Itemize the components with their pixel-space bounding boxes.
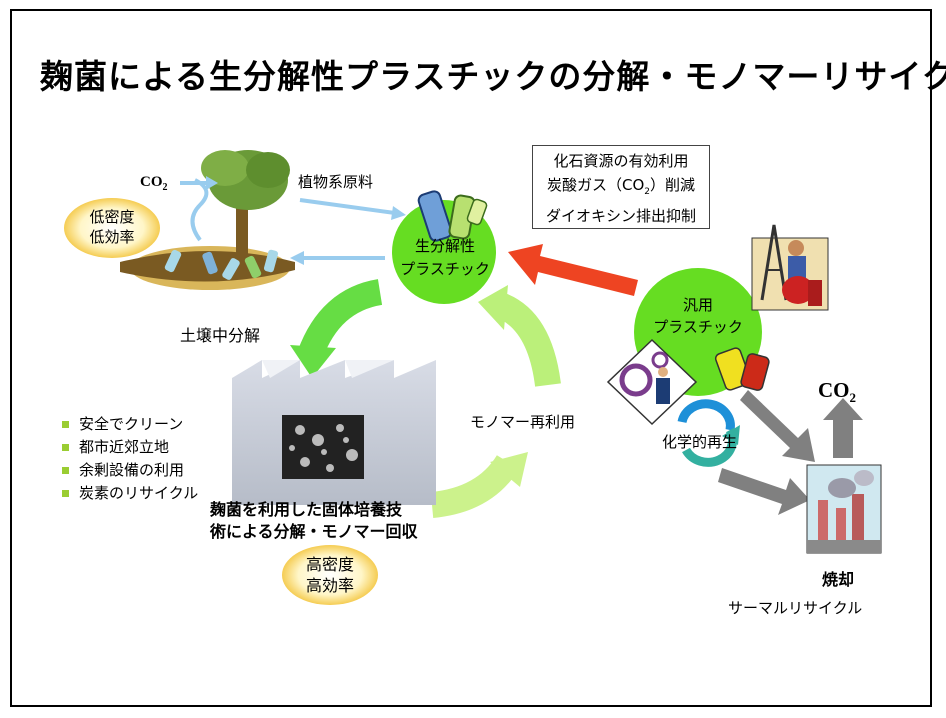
benefits-box: 化石資源の有効利用 炭酸ガス（CO2）削減 ダイオキシン排出抑制 <box>532 145 710 229</box>
high-efficiency-badge <box>282 545 378 605</box>
bullet-text-2: 都市近郊立地 <box>79 438 170 456</box>
bio-plastic-line-1: 生分解性 <box>414 237 475 255</box>
factory-caption: 麹菌を利用した固体培養技 術による分解・モノマー回収 <box>210 499 418 543</box>
high-density-line: 高密度 <box>305 555 354 574</box>
page-title: 麹菌による生分解性プラスチックの分解・モノマーリサイクル <box>40 57 946 96</box>
low-efficiency-badge <box>64 198 160 258</box>
general-plastic-line-2: プラスチック <box>653 318 743 336</box>
plant-material-label: 植物系原料 <box>298 173 374 191</box>
benefit-line-1: 化石資源の有効利用 <box>553 152 689 170</box>
bullet-text-1: 安全でクリーン <box>79 415 184 433</box>
monomer-reuse-label: モノマー再利用 <box>470 413 576 431</box>
bullet-marker <box>62 490 69 497</box>
chemical-recycle-loop <box>677 399 740 467</box>
return-to-soil-arrow <box>290 251 385 265</box>
bullet-marker <box>62 444 69 451</box>
general-plastic-line-1: 汎用 <box>682 296 713 314</box>
incineration-label: 焼却 <box>822 570 855 589</box>
chemical-recycling-label: 化学的再生 <box>662 433 738 451</box>
high-efficiency-text: 高密度 高効率 <box>290 554 370 596</box>
thermal-recycle-label: サーマルリサイクル <box>728 599 863 617</box>
plastic-bottles-icon <box>417 190 488 242</box>
fuel-can-icon <box>714 347 770 391</box>
factory-caption-line-2: 術による分解・モノマー回収 <box>210 522 418 541</box>
co2-emission-label: CO2 <box>818 378 856 406</box>
soil-decomposition-label: 土壌中分解 <box>180 326 261 345</box>
bio-plastic-line-2: プラスチック <box>400 260 490 278</box>
low-efficiency-line: 低効率 <box>89 228 135 246</box>
co2-emission-sub: 2 <box>849 390 857 406</box>
diagram-frame <box>10 9 932 707</box>
bullet-text-4: 炭素のリサイクル <box>79 484 199 502</box>
low-efficiency-text: 低密度 低効率 <box>72 207 152 247</box>
benefit-line-2: 炭酸ガス（CO2）削減 <box>533 173 709 204</box>
bullet-item-2: 都市近郊立地 <box>62 436 169 457</box>
benefit-co2-text: 炭酸ガス（CO <box>546 176 645 194</box>
bullet-item-1: 安全でクリーン <box>62 413 183 434</box>
co2-label: CO2 <box>140 174 168 193</box>
low-density-line: 低密度 <box>89 208 135 226</box>
bullet-marker <box>62 467 69 474</box>
decomposition-cycle-arrows <box>290 279 561 518</box>
red-recycle-arrow <box>508 244 638 296</box>
benefit-co2-sub: 2 <box>644 187 650 197</box>
plant-material-arrow <box>299 198 406 220</box>
general-plastic-label: 汎用 プラスチック <box>645 294 751 338</box>
incinerator-icon <box>806 464 882 554</box>
buried-bottles <box>164 249 279 280</box>
bullet-item-3: 余剰設備の利用 <box>62 459 184 480</box>
bio-plastic-label: 生分解性 プラスチック <box>392 235 498 281</box>
factory-illustration <box>232 360 436 505</box>
bullet-marker <box>62 421 69 428</box>
co2-emission-text: CO <box>818 378 850 402</box>
high-efficiency-line: 高効率 <box>305 576 354 595</box>
oil-worker-icon <box>751 224 829 311</box>
co2-intake-arrow <box>180 176 218 190</box>
bullet-item-4: 炭素のリサイクル <box>62 482 198 503</box>
benefit-line-3: ダイオキシン排出抑制 <box>545 207 696 225</box>
soil-scene <box>120 150 295 290</box>
factory-caption-line-1: 麹菌を利用した固体培養技 <box>210 500 403 519</box>
co2-text: CO <box>140 174 163 190</box>
co2-subscript: 2 <box>162 182 168 193</box>
chemical-plant-icon <box>606 338 698 426</box>
benefit-co2-tail: ）削減 <box>650 176 696 194</box>
incineration-arrows <box>718 390 863 515</box>
bullet-text-3: 余剰設備の利用 <box>79 461 185 479</box>
